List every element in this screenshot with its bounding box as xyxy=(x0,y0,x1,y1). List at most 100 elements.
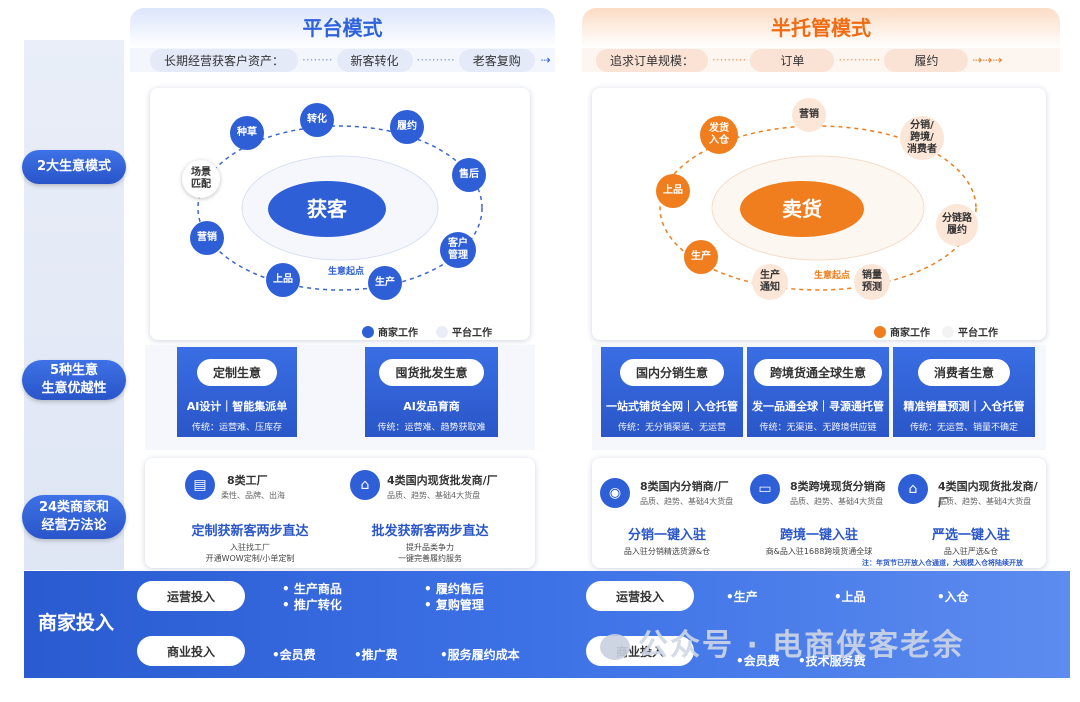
label-merchant-methods: 24类商家和 经营方法论 xyxy=(22,495,126,539)
method-title: 8类国内分销商/厂 xyxy=(640,480,729,493)
platform-ops-item: • 生产商品 xyxy=(282,582,342,596)
biz-line2: 传统：无运营、销量不确定 xyxy=(909,423,1018,433)
platform-flow-row: 长期经营获客户资产： ········ 新客转化 ·········· 老客复购… xyxy=(130,48,555,72)
biz-card-custom: 定制生意 AI设计｜智能集派单 传统：运营难、压库存 xyxy=(177,347,297,437)
hosting-start-label: 生意起点 xyxy=(814,271,851,281)
platform-center-bubble: 获客 xyxy=(268,181,386,237)
hosting-ops-item: •入仓 xyxy=(937,590,969,604)
hosting-flow-step1: 订单 xyxy=(750,48,835,72)
biz-title: 国内分销生意 xyxy=(619,359,724,386)
method-note: 品入驻严选&仓 xyxy=(943,547,999,556)
hosting-biz-item: •技术服务费 xyxy=(798,654,866,668)
biz-line1: AI设计｜智能集派单 xyxy=(186,400,288,413)
biz-card-consumer: 消费者生意 精准销量预测｜入仓托管 传统：无运营、销量不确定 xyxy=(893,347,1035,437)
platform-biz-invest-button[interactable]: 商业投入 xyxy=(137,636,245,666)
platform-ops-item: • 履约售后 xyxy=(424,582,484,596)
platform-ops-invest-button[interactable]: 运营投入 xyxy=(137,581,245,611)
node-shengchan: 生产 xyxy=(368,266,402,300)
biz-title: 囤货批发生意 xyxy=(379,359,484,386)
legend-merchant-dot xyxy=(362,325,374,338)
hosting-footnote: 注：年货节已开放入仓通道，大规模入仓将陆续开放 xyxy=(862,559,1023,567)
biz-line1: 一站式铺货全网｜入仓托管 xyxy=(606,400,738,413)
platform-ops-item: • 复购管理 xyxy=(424,598,484,612)
platform-mode-header: 平台模式 xyxy=(130,8,555,48)
biz-title: 跨境货通全球生意 xyxy=(753,359,882,386)
platform-flow-lead: 长期经营获客户资产： xyxy=(150,48,299,72)
platform-biz-item: •服务履约成本 xyxy=(440,648,520,662)
node-shangpin-h: 上品 xyxy=(656,174,690,208)
legend-merchant-label: 商家工作 xyxy=(378,328,418,339)
legend-platform-dot xyxy=(436,325,448,338)
legend-platform-dot xyxy=(942,325,954,338)
node-kehu: 客户 管理 xyxy=(440,232,476,268)
hosting-flow-row: 追求订单规模： ········· 订单 ··········· 履约 ⇢⇢⇢ xyxy=(582,48,1060,72)
biz-card-wholesale: 囤货批发生意 AI发品育商 传统：运营难、趋势获取难 xyxy=(365,347,498,437)
hosting-center-bubble: 卖货 xyxy=(740,181,864,237)
hosting-method-panel: ◉ 8类国内分销商/厂 品质、趋势、基础4大货盘 ▭ 8类跨境现货分销商 品质、… xyxy=(592,458,1046,568)
platform-biz-item: •推广费 xyxy=(354,648,398,662)
biz-line2: 传统：无渠道、无跨境供应链 xyxy=(759,423,877,433)
method-title: 8类跨境现货分销商 xyxy=(790,480,886,493)
method-note: 提升品类争力 一键完善履约服务 xyxy=(398,543,462,563)
platform-ops-item: • 推广转化 xyxy=(282,598,342,612)
method-cta: 定制获新客两步直达 xyxy=(191,524,309,539)
method-sub: 品质、趋势、基础4大货盘 xyxy=(938,497,1032,506)
biz-line1: 精准销量预测｜入仓托管 xyxy=(903,400,1025,413)
hosting-ops-item: •生产 xyxy=(726,590,758,604)
node-fenxiao: 分销/ 跨境/ 消费者 xyxy=(900,116,944,160)
node-shangpin: 上品 xyxy=(266,263,300,297)
legend-merchant-dot xyxy=(874,325,886,338)
method-cta: 跨境一键入驻 xyxy=(779,528,858,543)
warehouse-icon: ⌂ xyxy=(350,470,380,500)
method-sub: 品质、趋势、基础4大货盘 xyxy=(790,497,884,506)
truck-icon: ▭ xyxy=(750,474,780,504)
hosting-ops-invest-button[interactable]: 运营投入 xyxy=(586,581,694,611)
node-shouhou: 售后 xyxy=(452,158,486,192)
platform-start-label: 生意起点 xyxy=(328,267,365,277)
method-sub: 品质、趋势、基础4大货盘 xyxy=(387,491,481,500)
hosting-legend: 商家工作 平台工作 xyxy=(874,324,998,339)
wechat-icon xyxy=(600,633,630,660)
store-icon: ⌂ xyxy=(898,474,928,504)
node-shengchan-h: 生产 xyxy=(684,240,718,274)
hosting-flow-lead: 追求订单规模： xyxy=(596,48,709,72)
label-five-businesses: 5种生意 生意优越性 xyxy=(22,360,126,400)
label-business-models: 2大生意模式 xyxy=(22,150,126,184)
watermark: 公众号 · 电商侠客老余 xyxy=(600,620,964,664)
biz-card-crossborder: 跨境货通全球生意 发一品通全球｜寻源通托管 传统：无渠道、无跨境供应链 xyxy=(747,347,889,437)
legend-platform-label: 平台工作 xyxy=(452,328,492,339)
biz-line1: 发一品通全球｜寻源通托管 xyxy=(752,400,884,413)
node-zhongcao: 种草 xyxy=(230,116,264,150)
method-sub: 品质、趋势、基础4大货盘 xyxy=(640,497,734,506)
flow-arrow-icon: ⇢⇢⇢ xyxy=(972,53,1003,67)
biz-line2: 传统：运营难、趋势获取难 xyxy=(377,423,486,433)
method-cta: 分销一键入驻 xyxy=(627,528,706,543)
method-note: 入驻找工厂 开通WOW定制/小单定制 xyxy=(205,543,295,563)
node-lvyue: 履约 xyxy=(390,110,424,144)
node-yingxiao: 营销 xyxy=(190,221,224,255)
biz-title: 消费者生意 xyxy=(917,359,1010,386)
method-title: 4类国内现货批发商/厂 xyxy=(938,480,1038,509)
legend-platform-label: 平台工作 xyxy=(958,328,998,339)
method-cta: 严选一键入驻 xyxy=(931,528,1010,543)
platform-flow-step1: 新客转化 xyxy=(336,48,413,72)
signal-icon: ◉ xyxy=(600,478,630,508)
biz-line1: AI发品育商 xyxy=(403,400,460,413)
hosting-ops-item: •上品 xyxy=(834,590,866,604)
legend-merchant-label: 商家工作 xyxy=(890,328,930,339)
platform-method-panel: ▤ 8类工厂 柔性、品牌、出海 ⌂ 4类国内现货批发商/厂 品质、趋势、基础4大… xyxy=(145,458,535,568)
hosting-biz-item: •会员费 xyxy=(736,654,780,668)
node-zhuanhua: 转化 xyxy=(300,103,334,137)
hosting-flow-step2: 履约 xyxy=(884,48,969,72)
flow-arrow-icon: ⇢ xyxy=(540,53,551,67)
node-tongzhi: 生产 通知 xyxy=(752,264,788,300)
hosting-mode-header: 半托管模式 xyxy=(582,8,1060,48)
method-note: 商&品入驻1688跨境货通全球 xyxy=(765,547,873,556)
node-changjing: 场景 匹配 xyxy=(182,160,220,198)
left-column-background xyxy=(24,40,124,570)
biz-title: 定制生意 xyxy=(196,359,277,386)
node-yingxiao-h: 营销 xyxy=(792,98,826,132)
bottom-label: 商家投入 xyxy=(38,612,115,634)
method-sub: 柔性、品牌、出海 xyxy=(221,491,285,500)
biz-line2: 传统：无分销渠道、无运营 xyxy=(617,423,726,433)
